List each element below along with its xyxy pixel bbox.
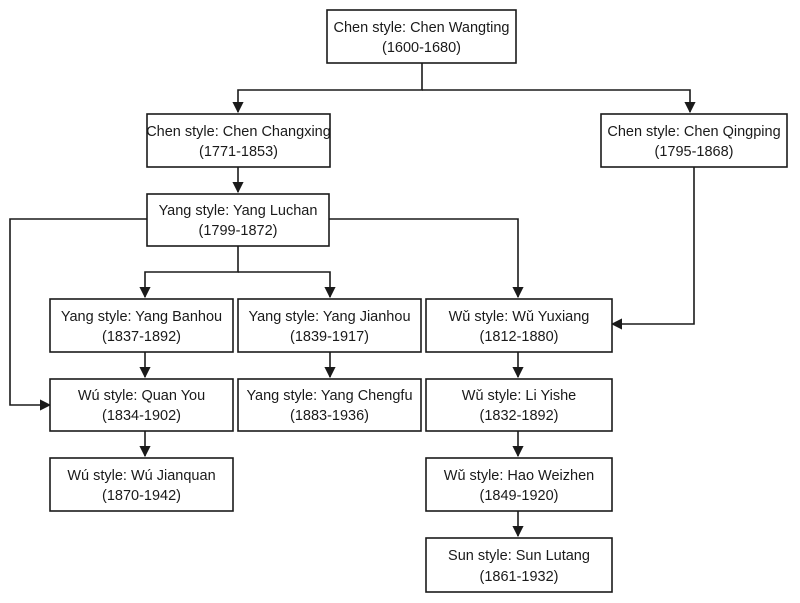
node-years: (1849-1920) bbox=[480, 488, 559, 504]
node-years: (1839-1917) bbox=[290, 329, 369, 345]
node-years: (1600-1680) bbox=[382, 40, 461, 56]
node-yang-luchan: Yang style: Yang Luchan (1799-1872) bbox=[146, 193, 330, 247]
node-years: (1834-1902) bbox=[102, 408, 181, 424]
node-years: (1883-1936) bbox=[290, 408, 369, 424]
edge-luchan-quanyou bbox=[9, 218, 147, 411]
node-years: (1799-1872) bbox=[199, 223, 278, 239]
node-years: (1795-1868) bbox=[655, 144, 734, 160]
node-years: (1861-1932) bbox=[480, 569, 559, 585]
edge-wangting-changxing bbox=[232, 63, 423, 114]
node-name: Sun style: Sun Lutang bbox=[448, 548, 590, 564]
edge-luchan-banhou bbox=[139, 246, 239, 299]
node-wu-jianquan: Wú style: Wú Jianquan (1870-1942) bbox=[49, 457, 234, 512]
edge-wangting-qingping bbox=[422, 89, 696, 114]
node-yang-chengfu: Yang style: Yang Chengfu (1883-1936) bbox=[237, 378, 422, 432]
node-sun-lutang: Sun style: Sun Lutang (1861-1932) bbox=[425, 537, 613, 593]
node-name: Wú style: Wú Jianquan bbox=[67, 468, 215, 484]
edge-luchan-jianhou bbox=[238, 271, 336, 299]
node-years: (1812-1880) bbox=[480, 329, 559, 345]
node-years: (1771-1853) bbox=[199, 144, 278, 160]
node-name: Wǔ style: Wǔ Yuxiang bbox=[449, 309, 590, 325]
node-name: Wú style: Quan You bbox=[78, 388, 205, 404]
edge-luchan-yuxiang bbox=[329, 218, 524, 299]
node-chen-wangting: Chen style: Chen Wangting (1600-1680) bbox=[326, 9, 517, 64]
node-years: (1837-1892) bbox=[102, 329, 181, 345]
node-name: Yang style: Yang Luchan bbox=[159, 203, 318, 219]
node-years: (1870-1942) bbox=[102, 488, 181, 504]
node-yang-jianhou: Yang style: Yang Jianhou (1839-1917) bbox=[237, 298, 422, 353]
node-name: Chen style: Chen Wangting bbox=[334, 20, 510, 36]
edge-qingping-yuxiang bbox=[610, 167, 695, 330]
node-yang-banhou: Yang style: Yang Banhou (1837-1892) bbox=[49, 298, 234, 353]
node-name: Wǔ style: Hao Weizhen bbox=[444, 468, 594, 484]
node-name: Wǔ style: Li Yishe bbox=[462, 388, 576, 404]
node-name: Chen style: Chen Qingping bbox=[607, 124, 780, 140]
node-name: Yang style: Yang Chengfu bbox=[246, 388, 412, 404]
node-chen-changxing: Chen style: Chen Changxing (1771-1853) bbox=[146, 113, 331, 168]
node-quan-you: Wú style: Quan You (1834-1902) bbox=[49, 378, 234, 432]
node-name: Yang style: Yang Jianhou bbox=[248, 309, 410, 325]
node-name: Chen style: Chen Changxing bbox=[146, 124, 331, 140]
edges bbox=[9, 63, 696, 538]
node-hao-weizhen: Wǔ style: Hao Weizhen (1849-1920) bbox=[425, 457, 613, 512]
node-wu-yuxiang: Wǔ style: Wǔ Yuxiang (1812-1880) bbox=[425, 298, 613, 353]
node-name: Yang style: Yang Banhou bbox=[61, 309, 222, 325]
node-li-yishe: Wǔ style: Li Yishe (1832-1892) bbox=[425, 378, 613, 432]
node-years: (1832-1892) bbox=[480, 408, 559, 424]
node-chen-qingping: Chen style: Chen Qingping (1795-1868) bbox=[600, 113, 788, 168]
